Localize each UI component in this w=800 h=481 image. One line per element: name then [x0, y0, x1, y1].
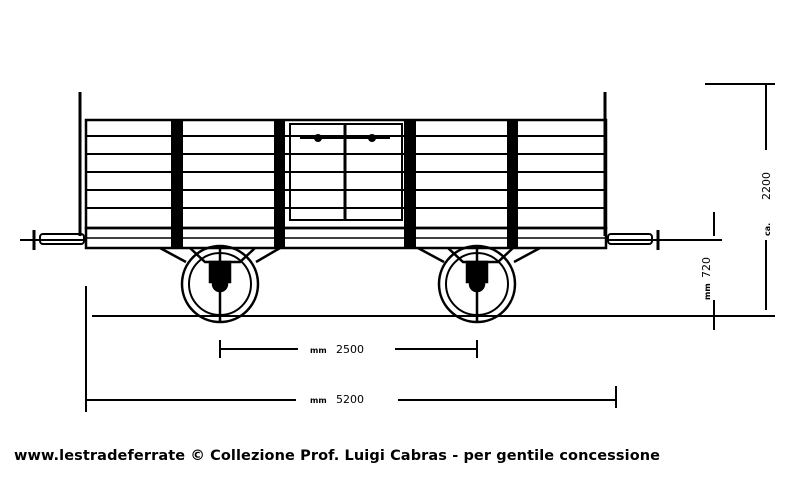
- dimension-wheelbase: [219, 340, 478, 358]
- buffers: [20, 230, 665, 250]
- buffer-height-unit: mm: [703, 283, 712, 300]
- axle-left: [159, 244, 281, 324]
- axle-right: [417, 244, 541, 324]
- wheelbase-unit: mm: [310, 346, 327, 355]
- wheelbase-value: 2500: [336, 343, 364, 356]
- buffer-height-value: 720: [700, 257, 713, 278]
- dimension-overall-height: [705, 83, 775, 310]
- length-unit: mm: [310, 396, 327, 405]
- wagon-body: [78, 92, 608, 250]
- wagon-drawing: mm 2500 mm 5200 mm 720 ca. 2200: [20, 83, 775, 412]
- length-value: 5200: [336, 393, 364, 406]
- copyright-caption: www.lestradeferrate © Collezione Prof. L…: [14, 448, 661, 464]
- dimension-length: [85, 286, 617, 412]
- overall-height-unit: ca.: [763, 223, 772, 236]
- overall-height-value: 2200: [760, 172, 773, 200]
- dimension-buffer-height: [665, 212, 722, 330]
